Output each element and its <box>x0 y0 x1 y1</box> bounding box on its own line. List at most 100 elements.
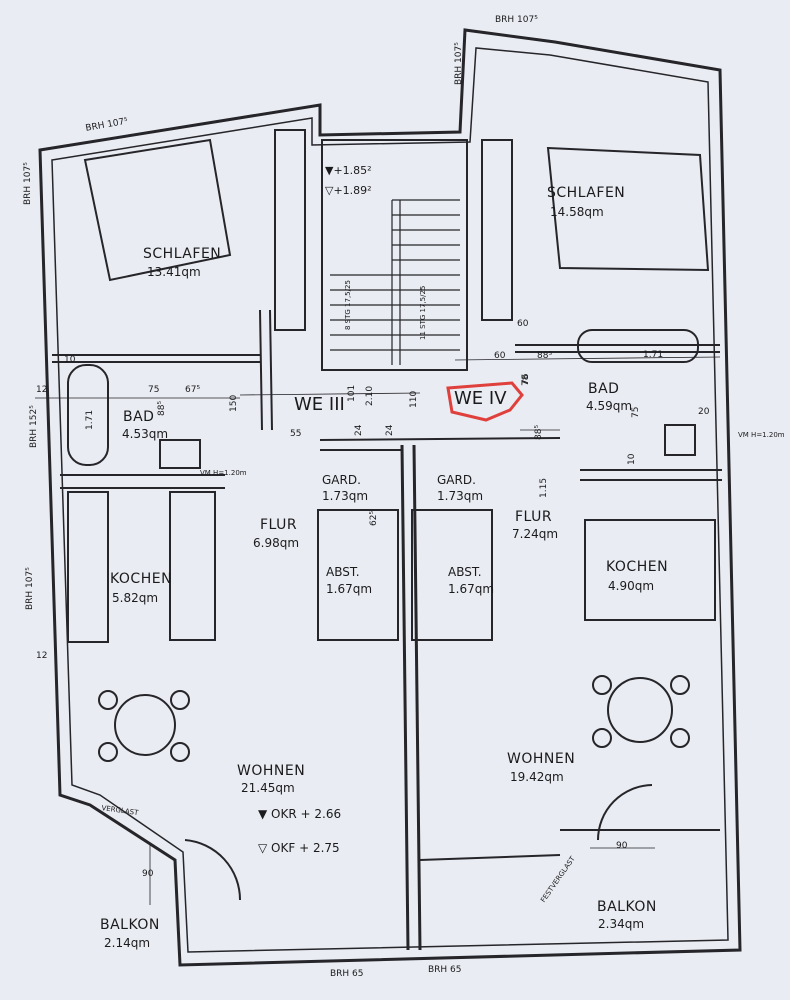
stairwell <box>321 139 468 371</box>
room-area-abst-right: 1.67qm <box>448 582 495 596</box>
wall <box>269 309 273 431</box>
dimension: 78 <box>521 374 531 386</box>
room-name-abst-right: ABST. <box>448 565 482 579</box>
chair <box>592 675 612 695</box>
chair <box>592 728 612 748</box>
dimension: 75 <box>631 406 641 418</box>
room-name-bad-right: BAD <box>588 381 620 397</box>
chair <box>98 690 118 710</box>
room-name-flur-left: FLUR <box>260 517 298 533</box>
room-area-balkon-left: 2.14qm <box>104 936 151 950</box>
room-area-kochen-left: 5.82qm <box>112 591 159 605</box>
outer-wall-inner <box>51 47 729 953</box>
dimension: 12 <box>36 651 48 661</box>
room-name-schlafen-left: SCHLAFEN <box>143 246 222 262</box>
chair <box>98 742 118 762</box>
dimension: 88⁵ <box>537 351 553 361</box>
dimension: 150 <box>229 394 239 412</box>
dining-table-left <box>114 694 176 756</box>
chair <box>170 690 190 710</box>
room-area-abst-left: 1.67qm <box>326 582 373 596</box>
brh-label: BRH 107⁵ <box>454 42 464 85</box>
room-name-gard-left: GARD. <box>322 473 361 487</box>
room-name-schlafen-right: SCHLAFEN <box>547 185 626 201</box>
wall <box>419 854 561 861</box>
vm-note: VM H=1.20m <box>738 431 785 439</box>
bathtub-right <box>577 329 699 363</box>
chair <box>170 742 190 762</box>
room-area-flur-right: 7.24qm <box>512 527 559 541</box>
brh-label: BRH 152⁵ <box>29 405 39 448</box>
door-swing-left <box>184 839 242 901</box>
room-name-gard-right: GARD. <box>437 473 476 487</box>
chair <box>670 728 690 748</box>
wall <box>319 437 561 441</box>
bed-left <box>83 138 232 282</box>
dimension: 62⁵ <box>369 510 379 526</box>
dimension: 1.71 <box>85 409 95 430</box>
room-name-kochen-left: KOCHEN <box>110 571 173 587</box>
room-area-schlafen-left: 13.41qm <box>147 265 201 279</box>
abst-right <box>411 509 493 641</box>
dimension: 101 <box>347 384 357 402</box>
sink-left <box>159 439 201 469</box>
room-area-gard-right: 1.73qm <box>437 489 484 503</box>
dimension: 24 <box>385 424 395 436</box>
dimension: 2.10 <box>365 385 375 406</box>
dimension: 24 <box>354 424 364 436</box>
dimension: 90 <box>142 869 154 879</box>
dimension: 12 <box>36 385 48 395</box>
room-area-bad-left: 4.53qm <box>122 427 169 441</box>
room-area-wohnen-right: 19.42qm <box>510 770 564 784</box>
dimension: 60 <box>494 351 506 361</box>
brh-label: BRH 107⁵ <box>495 15 538 25</box>
brh-label: BRH 107⁵ <box>25 567 35 610</box>
kitchen-counter-left-2 <box>169 491 216 641</box>
dimension: 1.71 <box>643 350 664 360</box>
level-marker: ▽+1.89² <box>325 184 372 197</box>
dimension-lines <box>35 356 721 905</box>
room-area-balkon-right: 2.34qm <box>598 917 645 931</box>
unit-label-we3: WE III <box>294 394 345 415</box>
dimension: 20 <box>698 407 710 417</box>
okr-level: ▼ OKR + 2.66 <box>258 807 342 821</box>
party-wall <box>400 444 410 951</box>
room-name-bad-left: BAD <box>123 409 155 425</box>
dimension: 10 <box>627 453 637 465</box>
brh-label: BRH 65 <box>428 965 462 975</box>
dimension: 90 <box>616 841 628 851</box>
dining-table-right <box>607 677 673 743</box>
dimension: 1.15 <box>539 477 549 498</box>
room-name-abst-left: ABST. <box>326 565 360 579</box>
dimension: 10 <box>64 355 76 365</box>
bed-right <box>546 146 710 272</box>
room-name-balkon-left: BALKON <box>100 917 160 933</box>
room-area-flur-left: 6.98qm <box>253 536 300 550</box>
abst-left <box>317 509 399 641</box>
dimension: 60 <box>517 319 529 329</box>
dimension: 55 <box>290 429 302 439</box>
stair-label: 11 STG 17,5/25 <box>419 285 427 340</box>
dimension: 88⁵ <box>157 400 167 416</box>
room-name-wohnen-right: WOHNEN <box>507 751 576 767</box>
closet <box>274 129 306 331</box>
room-area-bad-right: 4.59qm <box>586 399 633 413</box>
room-name-kochen-right: KOCHEN <box>606 559 669 575</box>
room-area-gard-left: 1.73qm <box>322 489 369 503</box>
room-name-wohnen-left: WOHNEN <box>237 763 306 779</box>
party-wall <box>412 444 422 951</box>
closet-right <box>481 139 513 321</box>
room-area-schlafen-right: 14.58qm <box>550 205 604 219</box>
room-name-flur-right: FLUR <box>515 509 553 525</box>
unit-label-we4: WE IV <box>454 388 507 409</box>
brh-label: BRH 65 <box>330 969 364 979</box>
bathtub-left <box>67 364 109 466</box>
outer-wall <box>38 28 742 967</box>
dimension: 75 <box>148 385 160 395</box>
room-area-kochen-right: 4.90qm <box>608 579 655 593</box>
stair-steps <box>330 199 460 365</box>
chair <box>670 675 690 695</box>
we-iv-highlight <box>446 381 524 422</box>
